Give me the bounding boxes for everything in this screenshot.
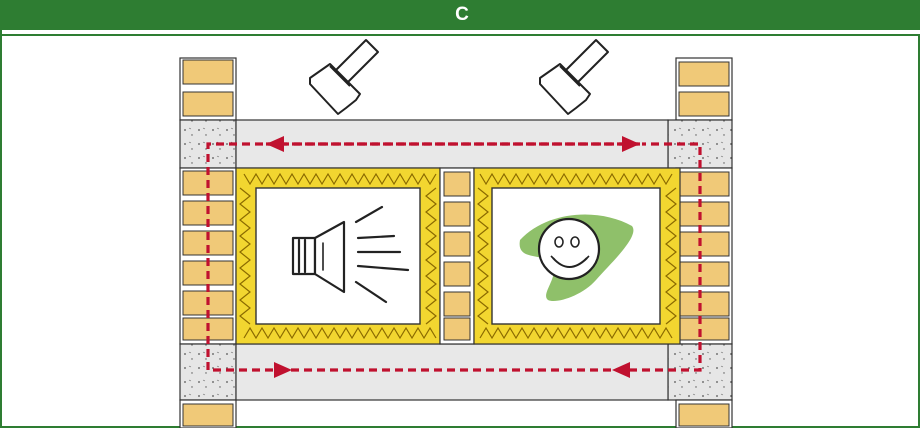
flanking-arrowheads xyxy=(266,136,640,378)
right-room xyxy=(473,167,681,345)
panel-label: C xyxy=(455,4,469,25)
right-lower-concrete-block xyxy=(667,343,733,401)
hammer-icon xyxy=(309,39,379,115)
left-brick-wall xyxy=(179,57,237,428)
smiley-face-icon xyxy=(519,214,634,302)
central-partition-wall xyxy=(439,167,475,345)
header-divider xyxy=(2,30,920,34)
lower-floor-slab xyxy=(235,343,669,401)
header-underline xyxy=(2,34,920,36)
panel-header: C xyxy=(2,0,920,30)
loudspeaker-icon xyxy=(291,205,410,304)
flanking-path-arrow xyxy=(206,142,702,372)
hammer-icon xyxy=(539,39,609,115)
